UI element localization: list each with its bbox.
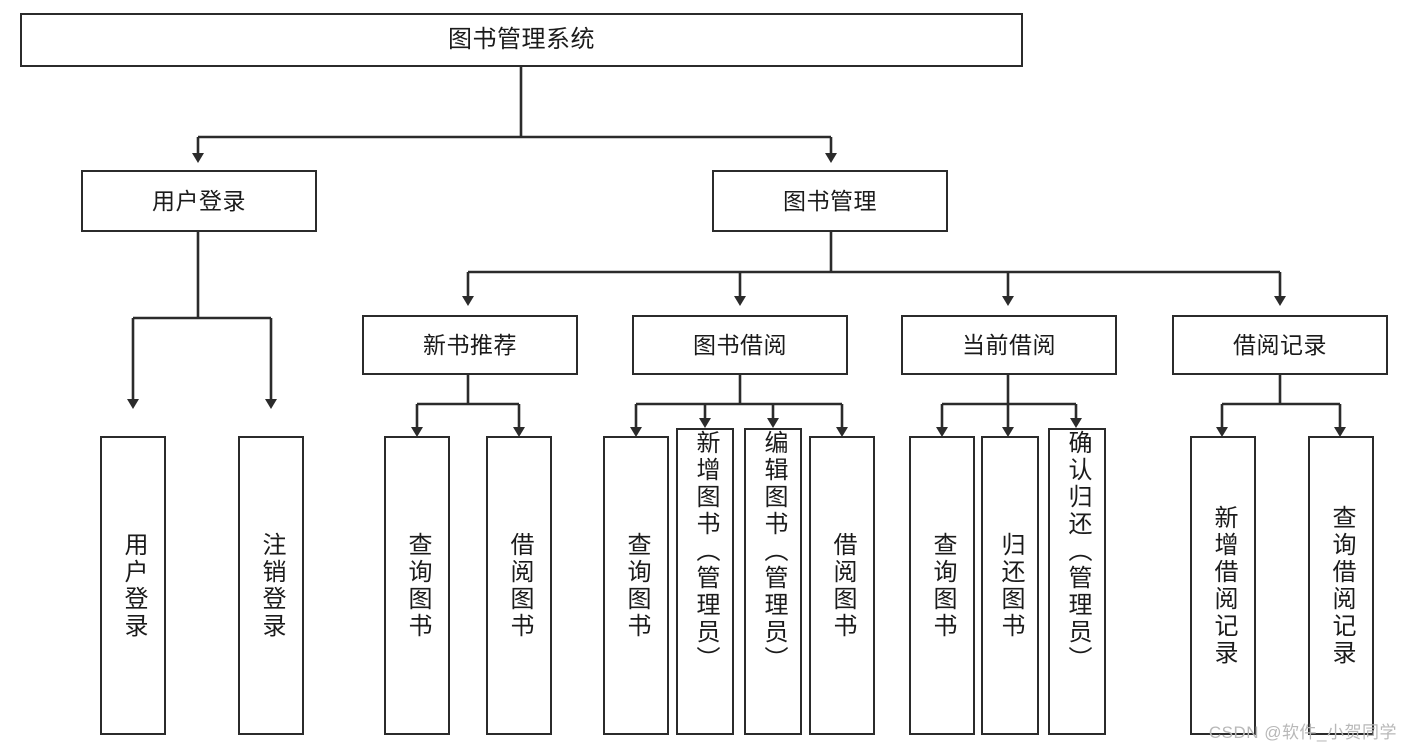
node-book-management-label: 图书管理 bbox=[783, 187, 877, 214]
leaf-user-login[interactable]: 用户登录 bbox=[100, 436, 166, 735]
leaf-add-book-admin-label: 新增图书（管理员） bbox=[692, 430, 719, 673]
node-root-label: 图书管理系统 bbox=[448, 26, 595, 54]
leaf-add-borrow-record[interactable]: 新增借阅记录 bbox=[1190, 436, 1256, 735]
node-user-login[interactable]: 用户登录 bbox=[81, 170, 317, 232]
node-borrow-record[interactable]: 借阅记录 bbox=[1172, 315, 1388, 375]
node-current-borrow-label: 当前借阅 bbox=[962, 331, 1056, 358]
node-book-management[interactable]: 图书管理 bbox=[712, 170, 948, 232]
leaf-logout[interactable]: 注销登录 bbox=[238, 436, 304, 735]
node-new-book-recommend-label: 新书推荐 bbox=[423, 331, 517, 358]
leaf-query-book-3[interactable]: 查询图书 bbox=[909, 436, 975, 735]
leaf-query-book-1[interactable]: 查询图书 bbox=[384, 436, 450, 735]
leaf-confirm-return-admin[interactable]: 确认归还（管理员） bbox=[1048, 428, 1106, 735]
leaf-confirm-return-admin-label: 确认归还（管理员） bbox=[1064, 430, 1091, 673]
node-new-book-recommend[interactable]: 新书推荐 bbox=[362, 315, 578, 375]
leaf-edit-book-admin[interactable]: 编辑图书（管理员） bbox=[744, 428, 802, 735]
leaf-logout-label: 注销登录 bbox=[258, 531, 285, 640]
leaf-query-book-2-label: 查询图书 bbox=[623, 531, 650, 640]
node-user-login-label: 用户登录 bbox=[152, 187, 246, 214]
leaf-return-book[interactable]: 归还图书 bbox=[981, 436, 1039, 735]
node-current-borrow[interactable]: 当前借阅 bbox=[901, 315, 1117, 375]
leaf-query-book-3-label: 查询图书 bbox=[929, 531, 956, 640]
leaf-query-book-2[interactable]: 查询图书 bbox=[603, 436, 669, 735]
node-borrow-record-label: 借阅记录 bbox=[1233, 331, 1327, 358]
leaf-add-borrow-record-label: 新增借阅记录 bbox=[1210, 504, 1237, 667]
node-book-borrow[interactable]: 图书借阅 bbox=[632, 315, 848, 375]
leaf-borrow-book-1[interactable]: 借阅图书 bbox=[486, 436, 552, 735]
leaf-return-book-label: 归还图书 bbox=[997, 531, 1024, 640]
leaf-borrow-book-2-label: 借阅图书 bbox=[829, 531, 856, 640]
leaf-query-borrow-record-label: 查询借阅记录 bbox=[1328, 504, 1355, 667]
leaf-add-book-admin[interactable]: 新增图书（管理员） bbox=[676, 428, 734, 735]
leaf-borrow-book-2[interactable]: 借阅图书 bbox=[809, 436, 875, 735]
csdn-watermark: CSDN @软件_小贺同学 bbox=[1208, 723, 1397, 742]
leaf-edit-book-admin-label: 编辑图书（管理员） bbox=[760, 430, 787, 673]
leaf-user-login-label: 用户登录 bbox=[120, 531, 147, 640]
leaf-query-borrow-record[interactable]: 查询借阅记录 bbox=[1308, 436, 1374, 735]
node-root[interactable]: 图书管理系统 bbox=[20, 13, 1023, 67]
leaf-borrow-book-1-label: 借阅图书 bbox=[506, 531, 533, 640]
node-book-borrow-label: 图书借阅 bbox=[693, 331, 787, 358]
leaf-query-book-1-label: 查询图书 bbox=[404, 531, 431, 640]
